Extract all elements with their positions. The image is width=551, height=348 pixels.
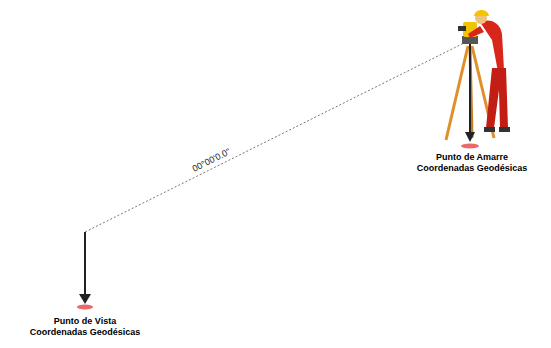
sight-line [85, 40, 470, 232]
tripod [446, 44, 494, 142]
station-point [461, 144, 479, 149]
point-label: Punto de Amarre Coordenadas Geodésicas [407, 152, 537, 174]
angle-label: 00°00'0.0" [191, 146, 233, 174]
point-label: Punto de Vista Coordenadas Geodésicas [25, 316, 145, 338]
surveyor-figure [468, 10, 510, 132]
view-point [77, 232, 93, 310]
